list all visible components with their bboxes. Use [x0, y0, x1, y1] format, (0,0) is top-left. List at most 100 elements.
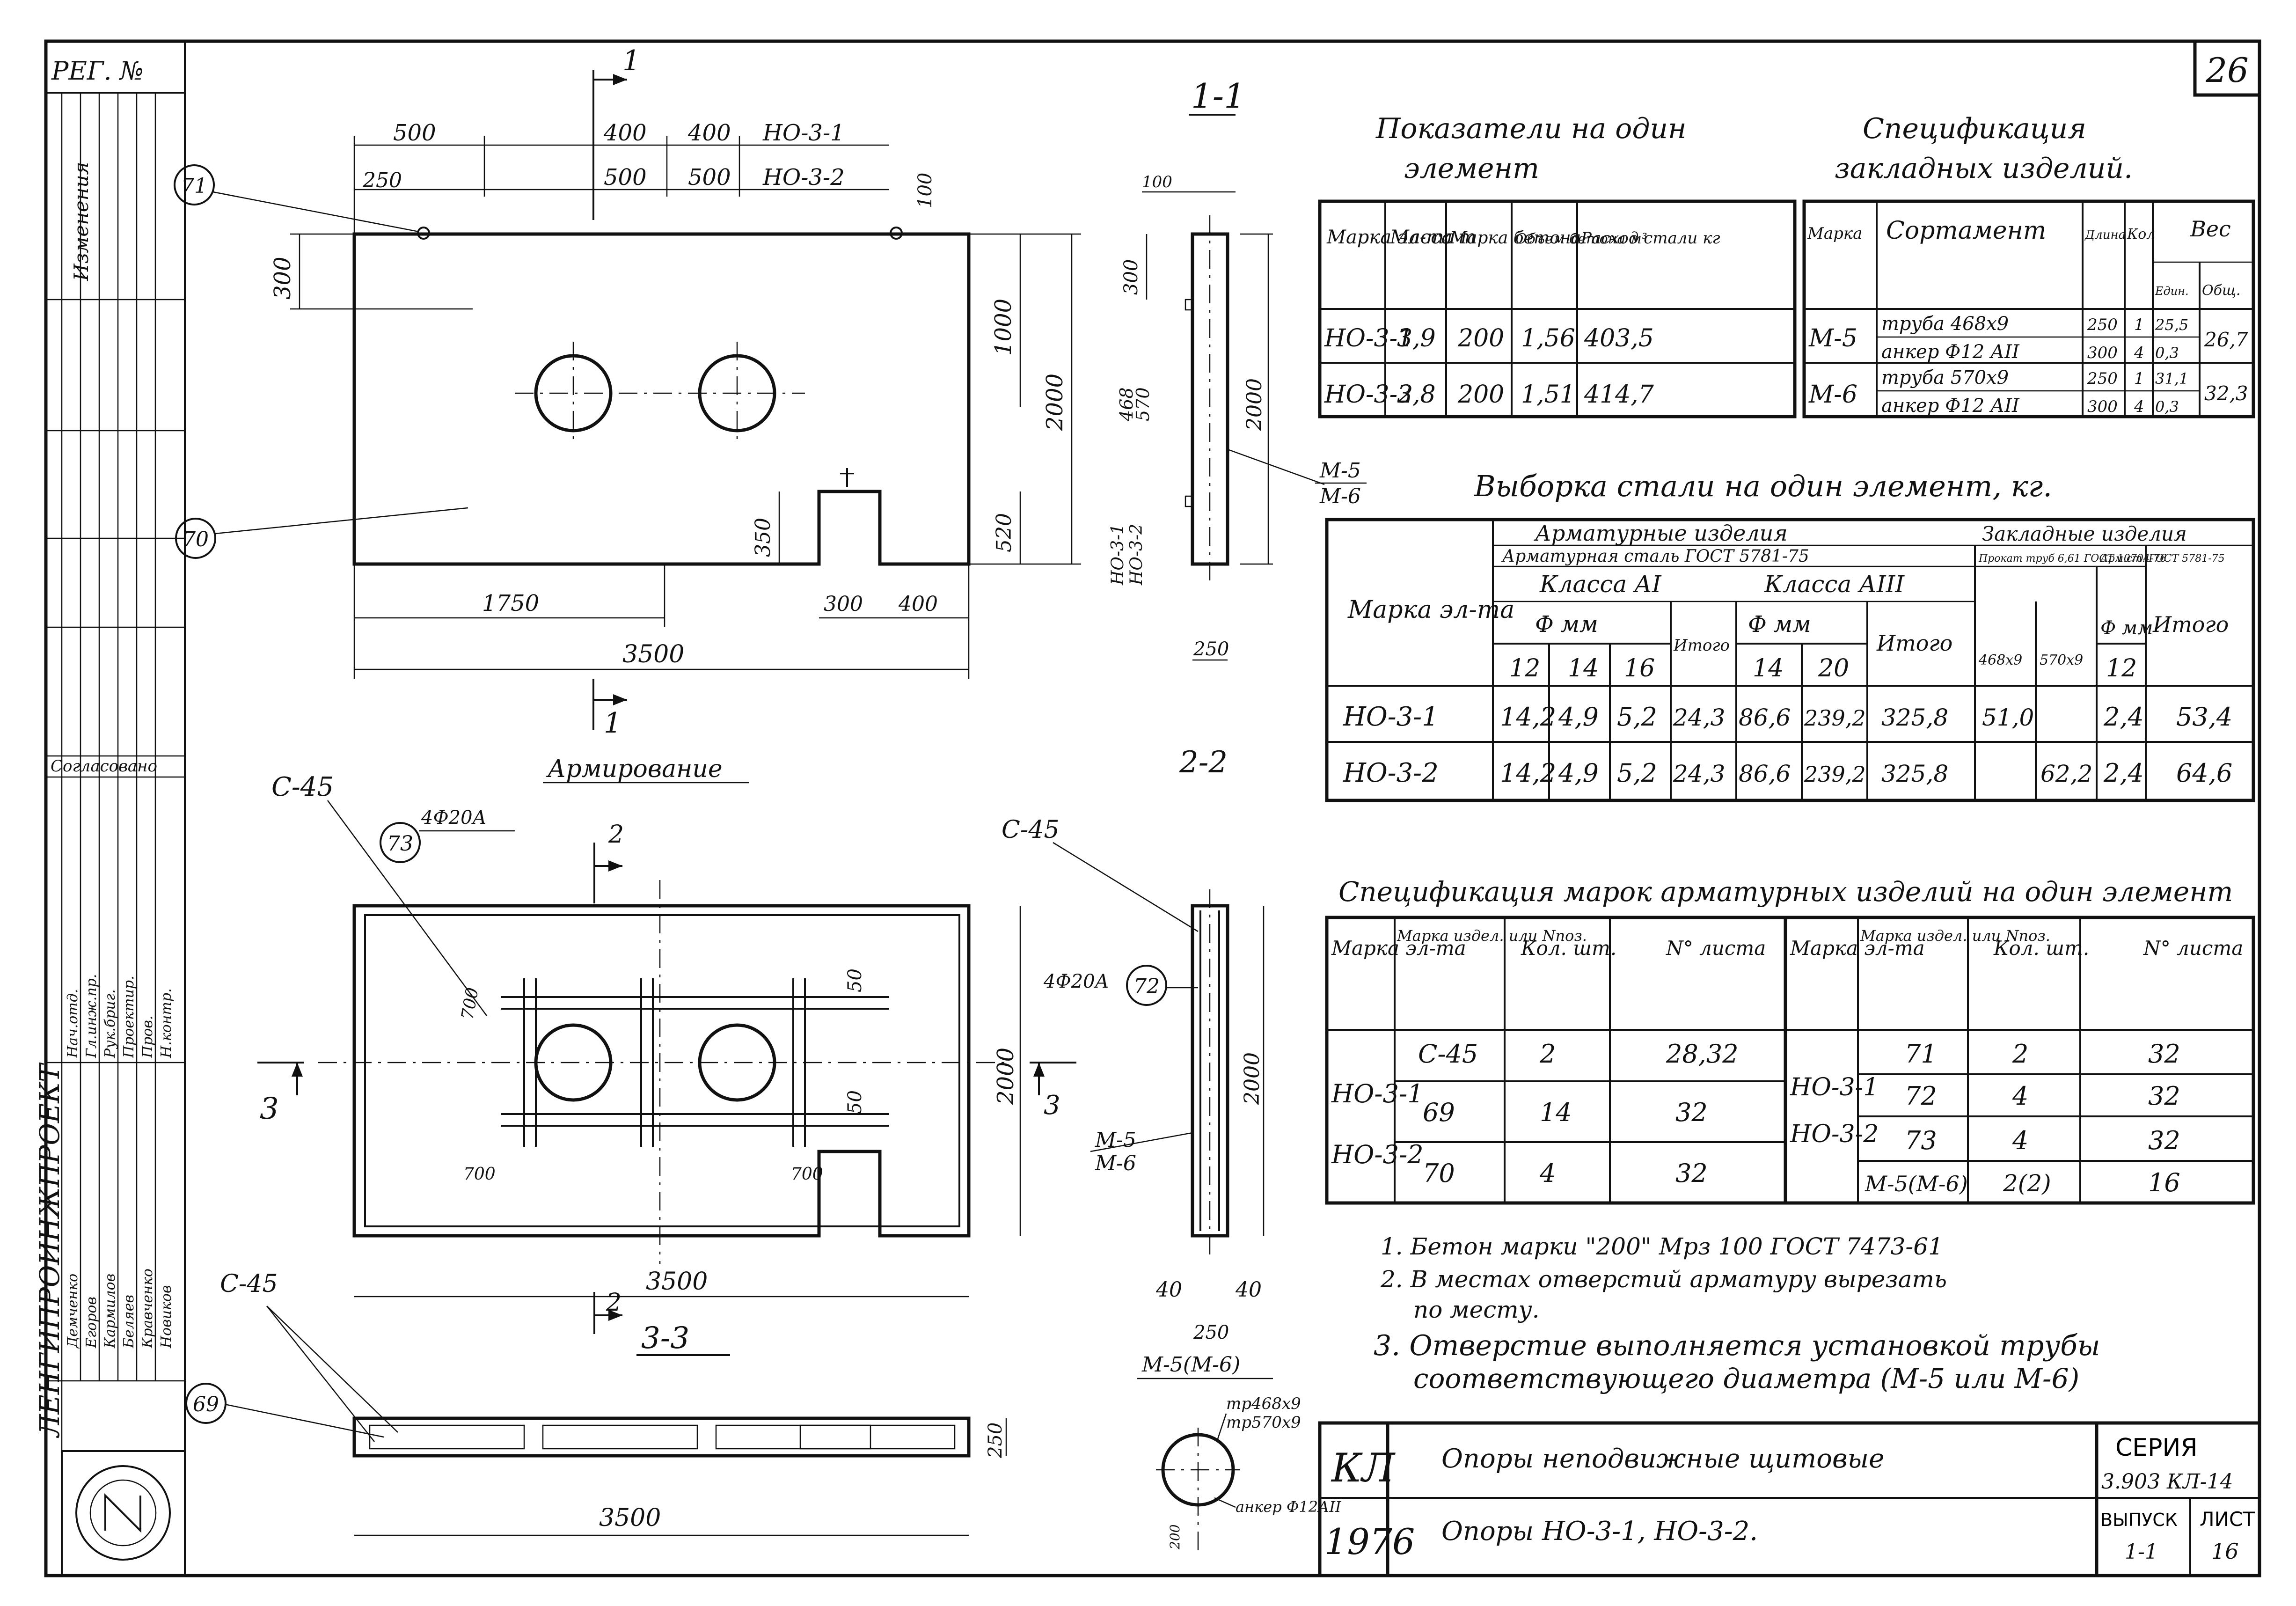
tb-issue-label: ВЫПУСК — [2100, 1510, 2178, 1530]
dim-500c: 500 — [688, 164, 731, 191]
rs-l2-qty: 14 — [1540, 1098, 1572, 1127]
rs-h-8: N° листа — [2143, 937, 2243, 960]
tube-570: тр570х9 — [1226, 1413, 1301, 1432]
reg-label: РЕГ. № — [51, 56, 144, 86]
label-bar-4f20: 4Ф20А — [421, 807, 487, 829]
balloon-73: 73 — [387, 832, 413, 856]
sec22-dim-250: 250 — [1193, 1322, 1229, 1343]
dim-350: 350 — [751, 518, 775, 557]
steel-h-fmm-3: Ф мм — [2100, 617, 2153, 639]
rs-l1-qty: 2 — [1539, 1039, 1556, 1069]
notes: 1. Бетон марки "200" Мрз 100 ГОСТ 7473-6… — [1374, 1233, 2100, 1394]
changes-title: Изменения — [70, 162, 93, 281]
ind-r2-mass: 3,8 — [1397, 381, 1436, 409]
rs-h-7: Кол. шт. — [1993, 937, 2089, 960]
tb-year: 1976 — [1324, 1521, 1415, 1562]
ind-r2-steel: 414,7 — [1584, 381, 1654, 409]
steel-r2-c2: 4,9 — [1558, 758, 1599, 788]
sec22-dim-2000: 2000 — [1240, 1052, 1264, 1105]
signature-name: Беляев — [121, 1295, 137, 1349]
emb-r3-unit: 31,1 — [2155, 370, 2188, 388]
reinf-dim-700b: 700 — [463, 1165, 496, 1184]
dim-300-left: 300 — [270, 257, 296, 300]
emb-r1-unit: 25,5 — [2155, 316, 2188, 334]
note-3: 3. Отверстие выполняется установкой труб… — [1374, 1329, 2100, 1362]
steel-d-570: 570х9 — [2040, 652, 2083, 668]
steel-r1-c2: 4,9 — [1558, 702, 1599, 732]
rs-r2-qty: 4 — [2012, 1081, 2028, 1111]
steel-r2-c3: 5,2 — [1617, 758, 1657, 788]
section-1-1: 1-1 100 300 468 570 2000 НО-3-1 НО-3-2 2… — [1108, 76, 1367, 661]
steel-h-itogo-1: Итого — [1673, 636, 1730, 655]
approval-label: Согласовано — [51, 757, 157, 776]
rs-r1-qty: 2 — [2012, 1039, 2028, 1069]
reinforcement-view: Армирование 3 3 2 2 — [257, 755, 1076, 1334]
title-block: КЛ 1976 Опоры неподвижные щитовые Опоры … — [1318, 1421, 2261, 1577]
ind-r1-mark: НО-3-1 — [1324, 324, 1413, 352]
signature-role: Н.контр. — [158, 988, 175, 1058]
ind-r2-mark: НО-3-2 — [1324, 381, 1413, 409]
steel-h-class-a1: Класса АI — [1539, 571, 1662, 598]
embedded-spec-table: Спецификация закладных изделий. Марка Со… — [1802, 112, 2255, 418]
rs-r3-qty: 4 — [2012, 1126, 2028, 1155]
sec-dim-300: 300 — [1120, 259, 1142, 295]
note-2b: по месту. — [1413, 1296, 1540, 1323]
dim-400b: 400 — [687, 120, 731, 146]
sec-dim-570: 570 — [1133, 387, 1153, 421]
steel-h-arm: Арматурные изделия — [1534, 521, 1788, 546]
signature-role: Нач.отд. — [65, 989, 81, 1058]
label-c45-b: С-45 — [1002, 816, 1060, 844]
steel-h-armst: Арм.ст. ГОСТ 5781-75 — [2099, 553, 2225, 565]
signature-role: Рук.бриг. — [102, 989, 118, 1058]
ind-h-mark: Марка эл-та — [1326, 227, 1455, 248]
signature-role: Проектир. — [121, 975, 137, 1058]
tb-name-2: Опоры НО-3-1, НО-3-2. — [1441, 1516, 1758, 1547]
rs-l3-sheet: 32 — [1675, 1159, 1708, 1188]
steel-table: Выборка стали на один элемент, кг. Марка… — [1325, 469, 2255, 802]
organization-name: ЛЕНГИПРОИНЖПРОЕКТ — [34, 1062, 66, 1438]
signature-role: Пров. — [139, 1016, 156, 1058]
steel-d-20: 20 — [1818, 654, 1849, 682]
label-bar-4f20-b: 4Ф20А — [1043, 971, 1109, 992]
steel-r1-c10: 2,4 — [2103, 702, 2144, 732]
sec-dim-468: 468 — [1116, 387, 1137, 422]
reinf-dim-2000: 2000 — [993, 1048, 1019, 1105]
balloon-70: 70 — [183, 528, 209, 551]
steel-d-14b: 14 — [1753, 654, 1784, 682]
section-2-2-label: 2-2 — [1179, 745, 1228, 780]
rs-left-mark-1: НО-3-1 — [1331, 1079, 1424, 1108]
indicators-title-1: Показатели на один — [1375, 112, 1687, 145]
sec22-dim-40b: 40 — [1235, 1278, 1262, 1302]
sec22-m5: М-5 — [1095, 1128, 1136, 1152]
sec22-dim-40a: 40 — [1155, 1278, 1182, 1302]
emb-title-1: Спецификация — [1863, 112, 2086, 145]
note-3b: соответствующего диаметра (М-5 или М-6) — [1413, 1363, 2079, 1394]
dim-2000: 2000 — [1042, 374, 1068, 431]
steel-d-12b: 12 — [2106, 654, 2137, 682]
rs-r1-mark: 71 — [1905, 1039, 1937, 1069]
steel-r2-c5: 86,6 — [1739, 760, 1791, 787]
rs-r4-qty: 2(2) — [2003, 1170, 2051, 1197]
rs-r2-mark: 72 — [1905, 1081, 1937, 1111]
dim-400: 400 — [898, 592, 938, 616]
reinf-dim-700a: 700 — [458, 986, 482, 1021]
steel-h-prokat: Прокат труб 6,61 ГОСТ 10704-76 — [1978, 553, 2166, 565]
sec-dim-100: 100 — [1142, 173, 1172, 191]
steel-r1-c7: 325,8 — [1881, 704, 1948, 731]
steel-h-emb: Закладные изделия — [1982, 522, 2187, 545]
rs-h-4: N° листа — [1666, 937, 1766, 960]
reinf-dim-3500: 3500 — [646, 1268, 708, 1296]
ind-h-volume: Объем бетона м³ — [1515, 231, 1647, 247]
sec-mark-ho-3-2: НО-3-2 — [1127, 524, 1146, 586]
dim-250: 250 — [362, 169, 402, 192]
signature-name: Кармилов — [102, 1274, 118, 1349]
rs-r1-sheet: 32 — [2148, 1039, 2180, 1069]
mark-ho-3-2-top: НО-3-2 — [762, 164, 845, 191]
sheet-frame: 26 — [44, 39, 2261, 1577]
section-1-1-label: 1-1 — [1191, 76, 1245, 116]
steel-r2-c7: 325,8 — [1881, 760, 1948, 787]
rs-r2-sheet: 32 — [2148, 1081, 2180, 1111]
left-stamp-strip: РЕГ. № Изменения Согласовано Нач.отд. Гл… — [34, 40, 186, 1577]
sec33-dim-3500: 3500 — [599, 1504, 661, 1532]
